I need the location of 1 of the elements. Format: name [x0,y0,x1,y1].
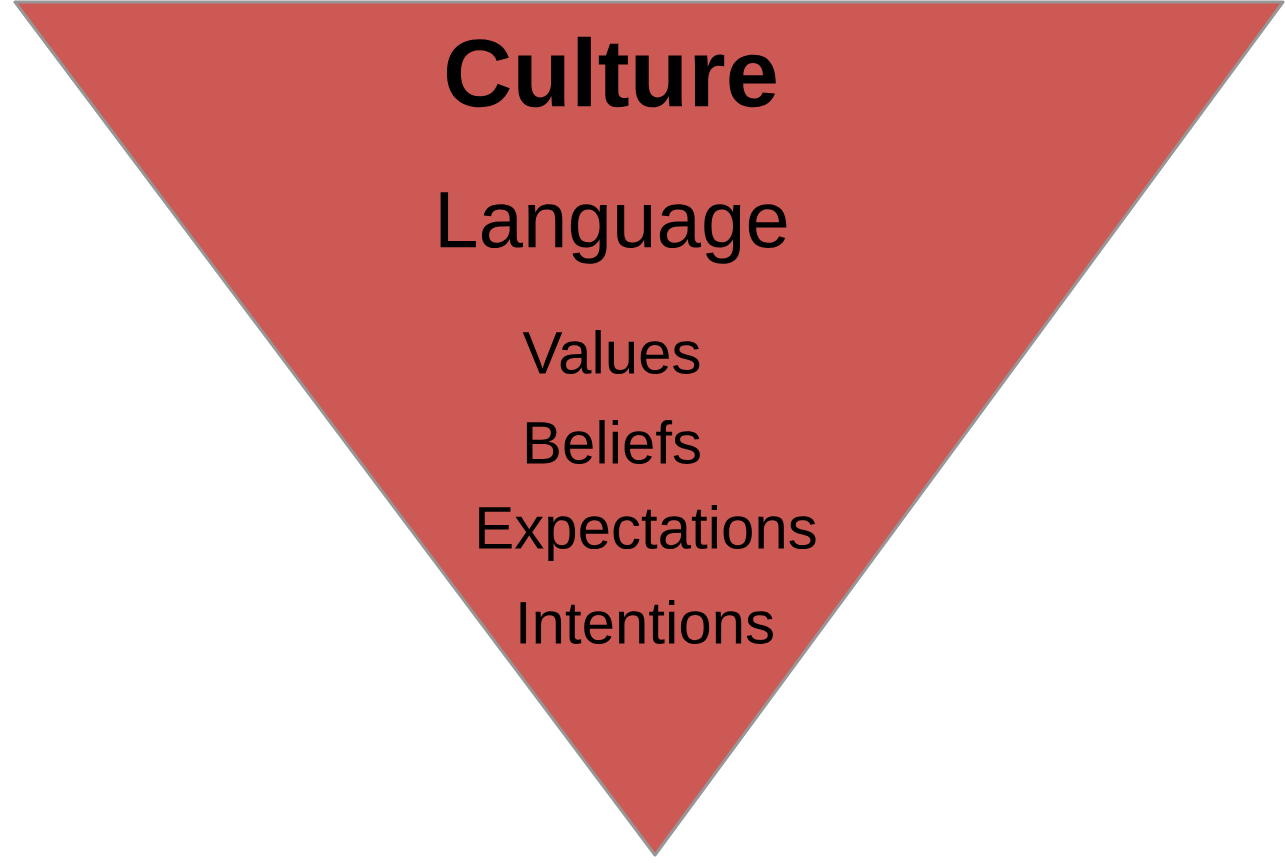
inverted-triangle: Culture Language Values Beliefs Expectations Intentions [13,0,1285,857]
